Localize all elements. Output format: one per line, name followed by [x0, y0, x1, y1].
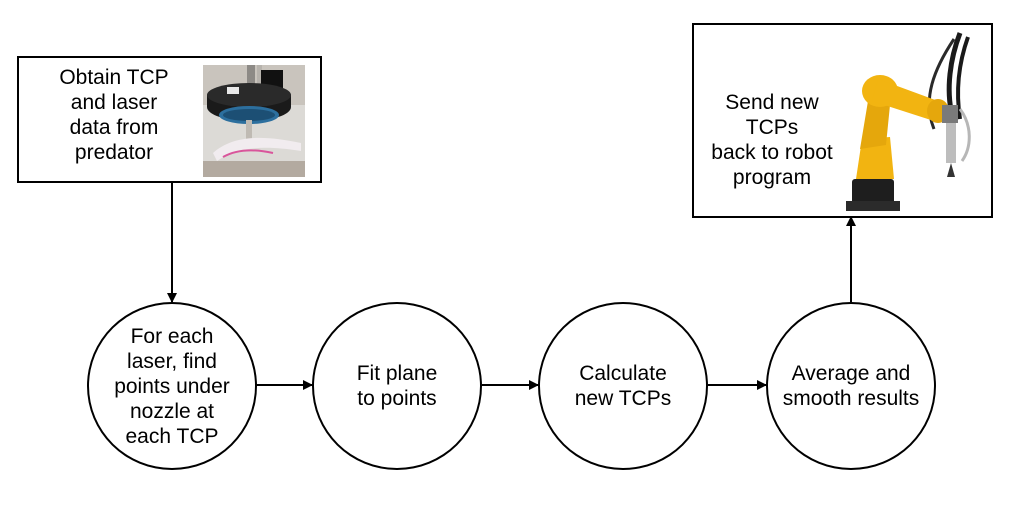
calculate-tcps-node: Calculate new TCPs [538, 302, 708, 470]
calculate-tcps-label: Calculate new TCPs [574, 362, 672, 410]
predator-sensor-photo [203, 65, 305, 177]
send-tcps-box: Send new TCPs back to robot program [692, 23, 993, 218]
obtain-data-label: Obtain TCP and laser data from predator [59, 66, 169, 164]
fit-plane-node: Fit plane to points [312, 302, 482, 470]
average-smooth-label: Average and smooth results [782, 362, 920, 410]
obtain-data-box: Obtain TCP and laser data from predator [17, 56, 322, 183]
send-tcps-label: Send new TCPs back to robot program [711, 91, 833, 189]
fit-plane-label: Fit plane to points [356, 362, 438, 410]
average-smooth-node: Average and smooth results [766, 302, 936, 470]
find-points-label: For each laser, find points under nozzle… [114, 324, 230, 448]
find-points-node: For each laser, find points under nozzle… [87, 302, 257, 470]
robot-arm-photo [846, 32, 971, 211]
